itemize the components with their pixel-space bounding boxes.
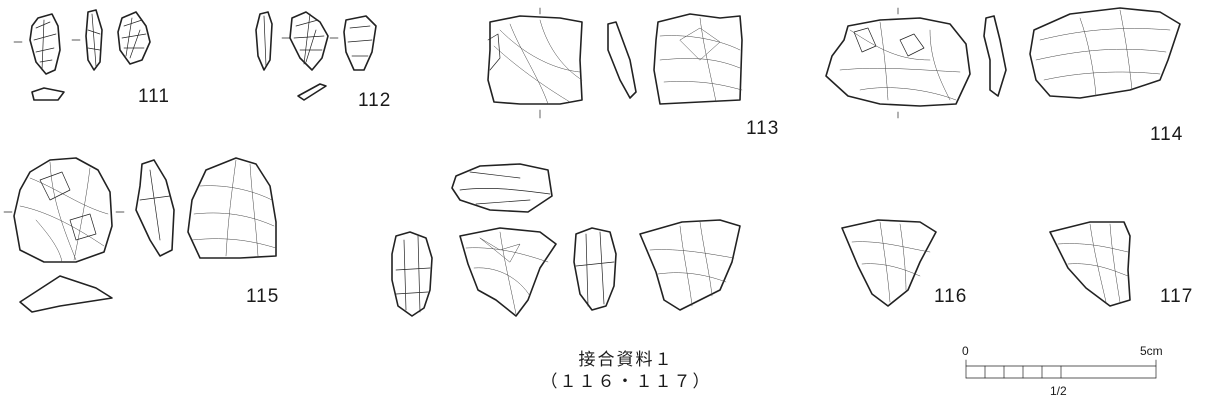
label-112: 112 [358, 90, 392, 111]
artifact-115-drawing [3, 157, 277, 313]
artifact-112-drawing [255, 11, 377, 101]
artifact-113-drawing [487, 7, 743, 119]
label-117: 117 [1160, 286, 1194, 307]
scale-ratio: 1/2 [1050, 384, 1067, 398]
artifact-111-drawing [13, 9, 151, 101]
label-116: 116 [934, 286, 968, 307]
scale-label-zero: 0 [962, 344, 969, 358]
label-113: 113 [746, 118, 780, 139]
refit-1-drawing [391, 163, 741, 317]
scale-bar [965, 359, 1157, 379]
label-111: 111 [138, 86, 170, 107]
artifact-114-drawing [825, 7, 1181, 119]
artifact-116-drawing [841, 219, 937, 307]
refit-caption-members: （１１６・１１７） [540, 372, 712, 392]
label-115: 115 [246, 286, 280, 307]
artifact-117-drawing [1049, 221, 1131, 307]
label-114: 114 [1150, 124, 1184, 145]
refit-caption-title: 接合資料１ [578, 350, 674, 370]
scale-label-max: 5cm [1140, 344, 1163, 358]
